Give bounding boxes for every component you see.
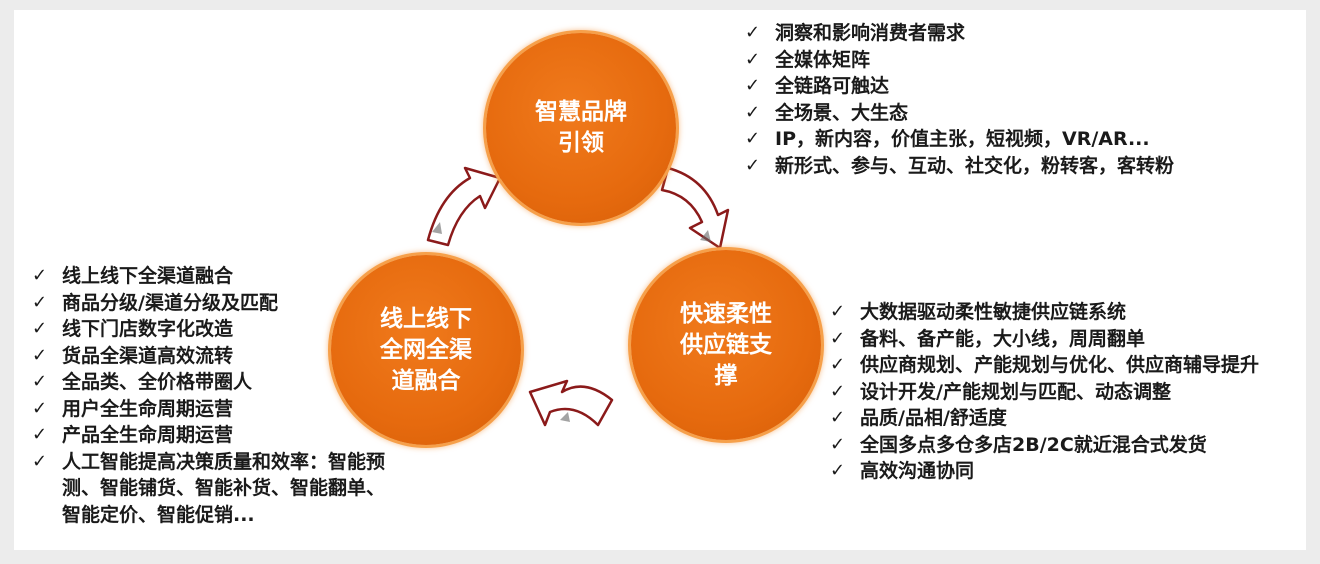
circle-supply: 快速柔性 供应链支 撑 bbox=[631, 250, 821, 440]
check-icon: ✓ bbox=[32, 291, 48, 313]
circle-channel-label: 线上线下 全网全渠 道融合 bbox=[380, 305, 472, 394]
channel-list: ✓ 线上线下全渠道融合 ✓ 商品分级/渠道分级及匹配 ✓ 线下门店数字化改造 ✓ 货品全… bbox=[32, 263, 402, 528]
circle-supply-label: 快速柔性 供应链支 撑 bbox=[680, 300, 772, 389]
list-item: ✓ 用户全生命周期运营 bbox=[32, 396, 402, 423]
list-item-text: 高效沟通协同 bbox=[860, 460, 975, 482]
list-item: ✓ 产品全生命周期运营 bbox=[32, 422, 402, 449]
list-item: ✓ 全品类、全价格带圈人 bbox=[32, 369, 402, 396]
list-item-text: 新形式、参与、互动、社交化，粉转客，客转粉 bbox=[775, 154, 1175, 177]
list-item-text: 大数据驱动柔性敏捷供应链系统 bbox=[860, 301, 1127, 323]
check-icon: ✓ bbox=[32, 424, 48, 445]
check-icon: ✓ bbox=[830, 407, 846, 428]
check-icon: ✓ bbox=[32, 318, 48, 339]
check-icon: ✓ bbox=[830, 327, 846, 349]
list-item-text: 人工智能提高决策质量和效率：智能预测、智能铺货、智能补货、智能翻单、智能定价、智… bbox=[62, 450, 386, 526]
list-item-text: 线上线下全渠道融合 bbox=[62, 265, 234, 287]
check-icon: ✓ bbox=[32, 371, 48, 392]
list-item: ✓ 备料、备产能，大小线，周周翻单 bbox=[830, 326, 1265, 353]
list-item: ✓ 全场景、大生态 bbox=[745, 100, 1285, 127]
list-item: ✓ 全媒体矩阵 bbox=[745, 47, 1285, 74]
check-icon: ✓ bbox=[32, 265, 48, 286]
arrow-supply-to-channel bbox=[528, 379, 614, 427]
check-icon: ✓ bbox=[830, 433, 846, 455]
circle-channel: 线上线下 全网全渠 道融合 bbox=[331, 255, 521, 445]
list-item: ✓ 设计开发/产能规划与匹配、动态调整 bbox=[830, 379, 1265, 406]
list-item: ✓ 品质/品相/舒适度 bbox=[830, 405, 1265, 432]
check-icon: ✓ bbox=[745, 75, 761, 96]
list-item-text: IP，新内容，价值主张，短视频，VR/AR... bbox=[775, 128, 1150, 150]
list-item: ✓ 线上线下全渠道融合 bbox=[32, 263, 402, 290]
list-item: ✓ 人工智能提高决策质量和效率：智能预测、智能铺货、智能补货、智能翻单、智能定价、… bbox=[32, 449, 402, 529]
list-item-text: 供应商规划、产能规划与优化、供应商辅导提升 bbox=[860, 354, 1260, 376]
list-item: ✓ 全国多点多仓多店2B/2C就近混合式发货 bbox=[830, 432, 1265, 459]
list-item: ✓ 供应商规划、产能规划与优化、供应商辅导提升 bbox=[830, 352, 1265, 379]
check-icon: ✓ bbox=[32, 397, 48, 419]
circle-brand: 智慧品牌 引领 bbox=[486, 33, 676, 223]
check-icon: ✓ bbox=[745, 48, 761, 70]
arrow-brand-to-supply bbox=[660, 166, 730, 250]
list-item: ✓ IP，新内容，价值主张，短视频，VR/AR... bbox=[745, 126, 1285, 153]
list-item: ✓ 高效沟通协同 bbox=[830, 458, 1265, 485]
circle-brand-label: 智慧品牌 引领 bbox=[535, 99, 627, 156]
check-icon: ✓ bbox=[745, 128, 761, 149]
supply-list: ✓ 大数据驱动柔性敏捷供应链系统 ✓ 备料、备产能，大小线，周周翻单 ✓ 供应商规划、… bbox=[830, 299, 1265, 485]
list-item-text: 洞察和影响消费者需求 bbox=[775, 22, 966, 44]
list-item-text: 用户全生命周期运营 bbox=[62, 397, 234, 420]
list-item: ✓ 线下门店数字化改造 bbox=[32, 316, 402, 343]
list-item: ✓ 全链路可触达 bbox=[745, 73, 1285, 100]
check-icon: ✓ bbox=[830, 354, 846, 375]
check-icon: ✓ bbox=[32, 344, 48, 366]
list-item-text: 全场景、大生态 bbox=[775, 101, 909, 124]
check-icon: ✓ bbox=[830, 301, 846, 322]
check-icon: ✓ bbox=[32, 450, 48, 472]
check-icon: ✓ bbox=[745, 101, 761, 123]
check-icon: ✓ bbox=[830, 460, 846, 481]
list-item-text: 产品全生命周期运营 bbox=[62, 424, 234, 446]
list-item-text: 全品类、全价格带圈人 bbox=[62, 371, 253, 393]
list-item: ✓ 商品分级/渠道分级及匹配 bbox=[32, 290, 402, 317]
list-item-text: 全媒体矩阵 bbox=[775, 48, 871, 71]
check-icon: ✓ bbox=[830, 380, 846, 402]
list-item-text: 全链路可触达 bbox=[775, 75, 890, 97]
list-item-text: 全国多点多仓多店2B/2C就近混合式发货 bbox=[860, 433, 1207, 456]
list-item-text: 设计开发/产能规划与匹配、动态调整 bbox=[860, 380, 1171, 403]
check-icon: ✓ bbox=[745, 154, 761, 176]
list-item: ✓ 大数据驱动柔性敏捷供应链系统 bbox=[830, 299, 1265, 326]
list-item: ✓ 洞察和影响消费者需求 bbox=[745, 20, 1285, 47]
list-item: ✓ 新形式、参与、互动、社交化，粉转客，客转粉 bbox=[745, 153, 1285, 180]
check-icon: ✓ bbox=[745, 22, 761, 43]
list-item-text: 备料、备产能，大小线，周周翻单 bbox=[860, 327, 1146, 350]
list-item: ✓ 货品全渠道高效流转 bbox=[32, 343, 402, 370]
list-item-text: 商品分级/渠道分级及匹配 bbox=[62, 291, 278, 314]
list-item-text: 品质/品相/舒适度 bbox=[860, 407, 1007, 429]
list-item-text: 货品全渠道高效流转 bbox=[62, 344, 234, 367]
brand-list: ✓ 洞察和影响消费者需求 ✓ 全媒体矩阵 ✓ 全链路可触达 ✓ 全场景、大生态 ✓ IP，… bbox=[745, 20, 1285, 179]
list-item-text: 线下门店数字化改造 bbox=[62, 318, 234, 340]
arrow-channel-to-brand bbox=[426, 166, 502, 247]
